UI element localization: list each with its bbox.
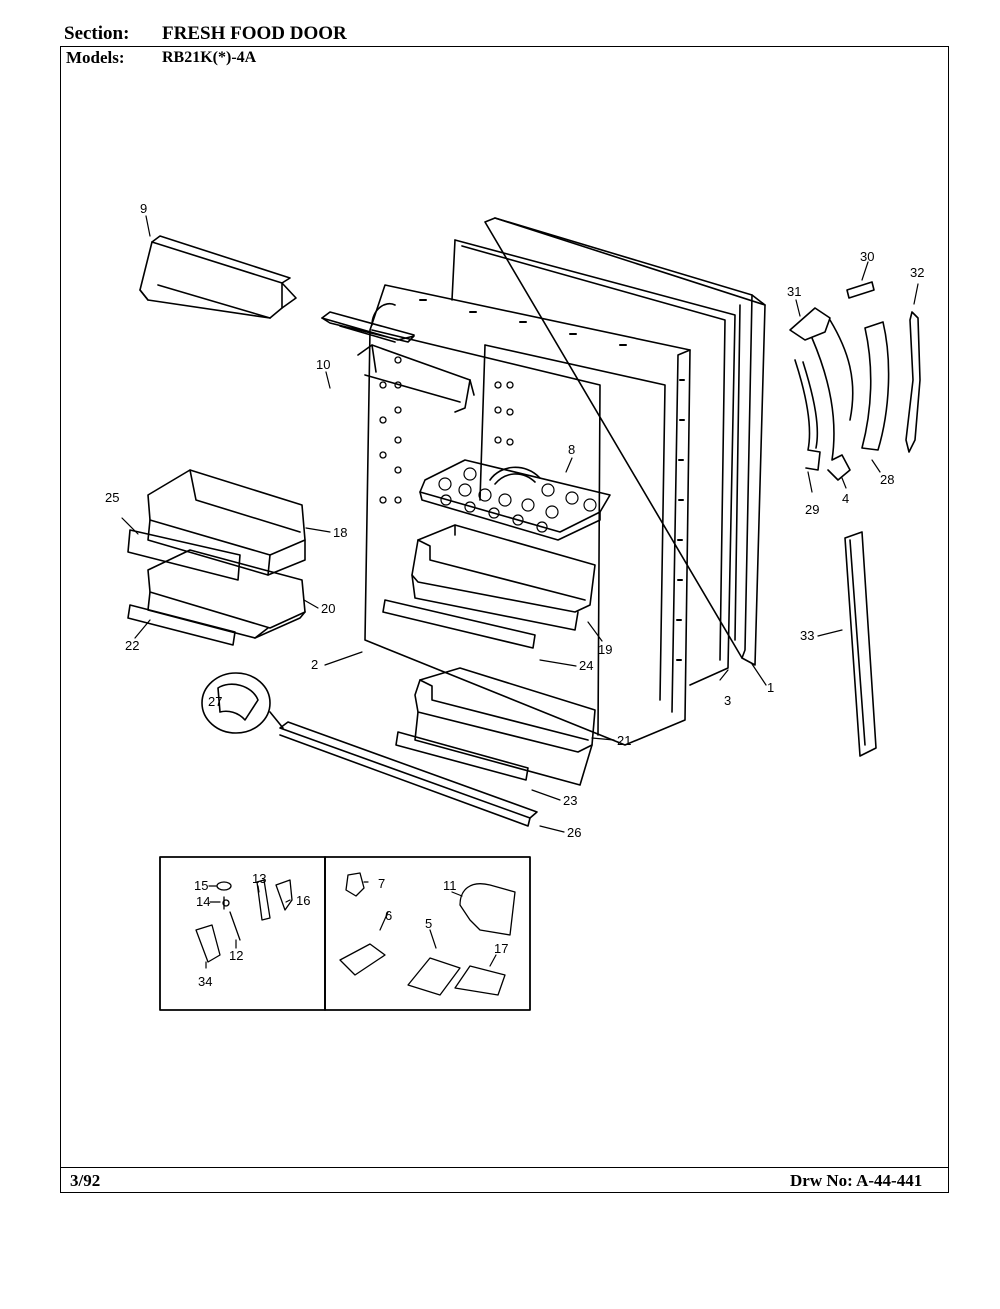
callout-1: 1 [767,680,774,695]
section-label: Section: [64,23,130,44]
callout-15: 15 [194,878,208,893]
part-door-gasket [451,239,736,686]
callout-8: 8 [568,442,575,457]
part-hinge-31-4 [789,307,854,481]
part-egg-tray [419,459,611,541]
footer-drawing-number: Drw No: A-44-441 [790,1171,923,1190]
callout-20: 20 [321,601,335,616]
callout-26: 26 [567,825,581,840]
part-hinge-29 [794,359,821,471]
inset-hinge-parts [195,879,293,963]
part-detail-27 [201,672,284,734]
callout-22: 22 [125,638,139,653]
part-trim-32 [905,311,921,453]
inset-hardware-parts [339,872,516,996]
callout-30: 30 [860,249,874,264]
part-trim-24 [382,599,536,649]
part-trim-23 [395,731,529,781]
part-handle-33 [844,531,877,757]
inset-box-hardware [324,856,531,1011]
models-label: Models: [66,48,125,67]
callout-6: 6 [385,908,392,923]
callout-19: 19 [598,642,612,657]
part-cover-28 [861,321,890,451]
models-value: RB21K(*)-4A [162,49,257,66]
callout-10: 10 [316,357,330,372]
inset-box-hinge [159,856,326,1011]
callout-11: 11 [443,878,457,893]
callout-24: 24 [579,658,593,673]
callout-28: 28 [880,472,894,487]
part-side-bin-18 [147,469,306,576]
callout-23: 23 [563,793,577,808]
callout-31: 31 [787,284,801,299]
callout-7: 7 [378,876,385,891]
part-trim-22 [127,604,236,646]
callout-9: 9 [140,201,147,216]
callout-14: 14 [196,894,210,909]
callout-2: 2 [311,657,318,672]
part-rail-26 [279,721,538,827]
part-shelf-bin-19 [411,524,596,631]
part-small-door [321,311,415,343]
callout-18: 18 [333,525,347,540]
callout-21: 21 [617,733,631,748]
section-value: FRESH FOOD DOOR [162,23,347,44]
part-panel-25 [127,529,241,581]
callout-29: 29 [805,502,819,517]
part-plug-30 [846,281,875,299]
callout-3: 3 [724,693,731,708]
callout-25: 25 [105,490,119,505]
part-dairy-door [139,235,297,319]
callout-labels: 1 2 3 4 5 6 7 8 9 10 11 12 13 14 15 16 1… [105,201,924,989]
leader-lines [121,215,919,969]
callout-12: 12 [229,948,243,963]
callout-33: 33 [800,628,814,643]
part-door-bin-21 [414,667,596,786]
callout-5: 5 [425,916,432,931]
callout-17: 17 [494,941,508,956]
callout-4: 4 [842,491,849,506]
drawing-frame [60,46,949,1193]
footer-divider [60,1167,949,1168]
footer-date: 3/92 [70,1171,101,1190]
callout-34: 34 [198,974,212,989]
callout-32: 32 [910,265,924,280]
callout-27: 27 [208,694,222,709]
callout-13: 13 [252,871,266,886]
part-outer-door [484,217,766,666]
part-inner-liner [357,284,691,746]
callout-16: 16 [296,893,310,908]
